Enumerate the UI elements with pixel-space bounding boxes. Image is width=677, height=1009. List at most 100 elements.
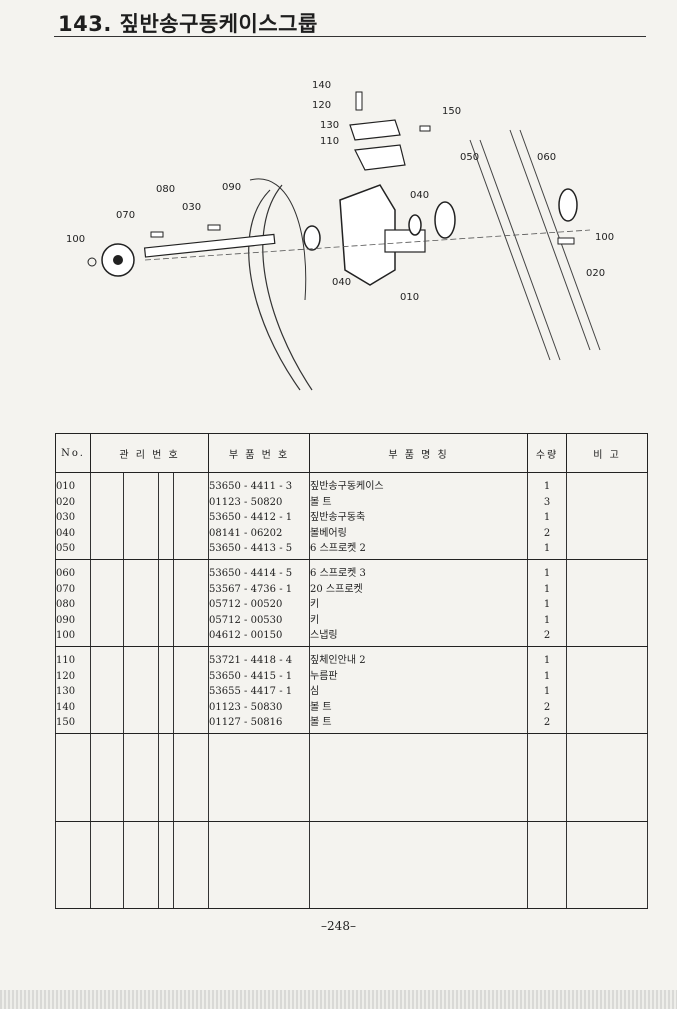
bolt-140 <box>355 91 363 111</box>
header-qty: 수량 <box>527 433 568 473</box>
cell-value: 짚반송구동축 <box>310 512 366 524</box>
cell-value: 짚체인안내 2 <box>310 654 366 666</box>
callout-label: 060 <box>537 152 556 163</box>
cell-value: 53650 - 4413 - 5 <box>209 543 293 555</box>
scan-edge <box>0 990 677 1009</box>
cell-value: 120 <box>56 670 76 682</box>
table-row-group <box>55 821 649 910</box>
table-cell <box>90 646 124 734</box>
table-cell <box>90 733 124 822</box>
drive-case-010 <box>339 184 396 286</box>
callout-label: 040 <box>332 277 351 288</box>
cell-value: 1 <box>543 512 551 524</box>
cell-value: 누름판 <box>310 670 338 682</box>
cell-value: 060 <box>56 567 76 579</box>
callout-label: 020 <box>586 268 605 279</box>
pressure-plate-120 <box>349 119 401 141</box>
title-divider <box>54 36 646 37</box>
cell-value: 04612 - 00150 <box>209 630 283 642</box>
page-number: –248– <box>321 919 356 933</box>
header-remarks: 비 고 <box>566 433 649 473</box>
key-080 <box>150 231 164 238</box>
cell-value: 볼 트 <box>310 701 332 713</box>
cell-value: 140 <box>56 701 76 713</box>
callout-label: 150 <box>442 106 461 117</box>
table-header-row: No. 관 리 번 호 부 품 번 호 부 품 명 칭 수량 비 고 <box>55 433 649 473</box>
chain-guide-110 <box>354 144 406 171</box>
cell-value: 01123 - 50830 <box>209 701 283 713</box>
callout-label: 090 <box>222 182 241 193</box>
sprocket-050 <box>434 201 456 239</box>
key-090 <box>207 224 221 231</box>
table-cell <box>172 733 210 822</box>
callout-label: 070 <box>116 210 135 221</box>
header-part-name: 부 품 명 칭 <box>309 433 529 473</box>
page-title: 143. 짚반송구동케이스그룹 <box>58 12 318 36</box>
cell-value: 050 <box>56 543 76 555</box>
cell-value: 3 <box>543 496 551 508</box>
cell-value: 볼베어링 <box>310 527 347 539</box>
table-cell <box>123 821 159 910</box>
table-cell <box>158 472 174 560</box>
table-cell <box>527 821 568 910</box>
cell-value: 150 <box>56 717 76 729</box>
table-cell <box>158 733 174 822</box>
header-mgmt-no: 관 리 번 호 <box>89 433 210 473</box>
table-cell <box>172 559 210 647</box>
callout-label: 100 <box>595 232 614 243</box>
cell-value: 6 스프로켓 3 <box>310 567 366 579</box>
cell-value: 040 <box>56 527 76 539</box>
table-row-group <box>55 733 649 822</box>
cell-value: 53721 - 4418 - 4 <box>209 654 293 666</box>
table-cell <box>123 559 159 647</box>
callout-label: 120 <box>312 100 331 111</box>
sprocket-060 <box>558 188 578 222</box>
cell-value: 130 <box>56 686 76 698</box>
table-cell <box>55 733 91 822</box>
bearing-040-right <box>408 214 422 236</box>
sprocket-070 <box>101 243 135 277</box>
cell-value: 110 <box>56 654 76 666</box>
callout-label: 110 <box>320 136 339 147</box>
cell-value: 2 <box>543 717 551 729</box>
cell-value: 05712 - 00520 <box>209 599 283 611</box>
table-cell <box>55 821 91 910</box>
table-cell <box>309 733 529 822</box>
cell-value: 01123 - 50820 <box>209 496 283 508</box>
table-cell <box>123 646 159 734</box>
table-cell <box>158 646 174 734</box>
cell-value: 08141 - 06202 <box>209 527 283 539</box>
cell-value: 090 <box>56 614 76 626</box>
cell-value: 20 스프로켓 <box>310 583 363 595</box>
cell-value: 01127 - 50816 <box>209 717 283 729</box>
chain-guide-frame <box>248 184 313 391</box>
table-cell <box>566 559 649 647</box>
cell-value: 1 <box>543 543 551 555</box>
table-cell <box>90 559 124 647</box>
table-cell <box>566 646 649 734</box>
table-cell <box>172 646 210 734</box>
table-cell <box>566 821 649 910</box>
cell-value: 1 <box>543 599 551 611</box>
table-cell <box>90 821 124 910</box>
bolt-020 <box>557 237 575 245</box>
cell-value: 030 <box>56 512 76 524</box>
callout-label: 040 <box>410 190 429 201</box>
snap-ring-100-left <box>87 257 97 267</box>
cell-value: 1 <box>543 583 551 595</box>
cell-value: 2 <box>543 527 551 539</box>
callout-label: 130 <box>320 120 339 131</box>
cell-value: 100 <box>56 630 76 642</box>
